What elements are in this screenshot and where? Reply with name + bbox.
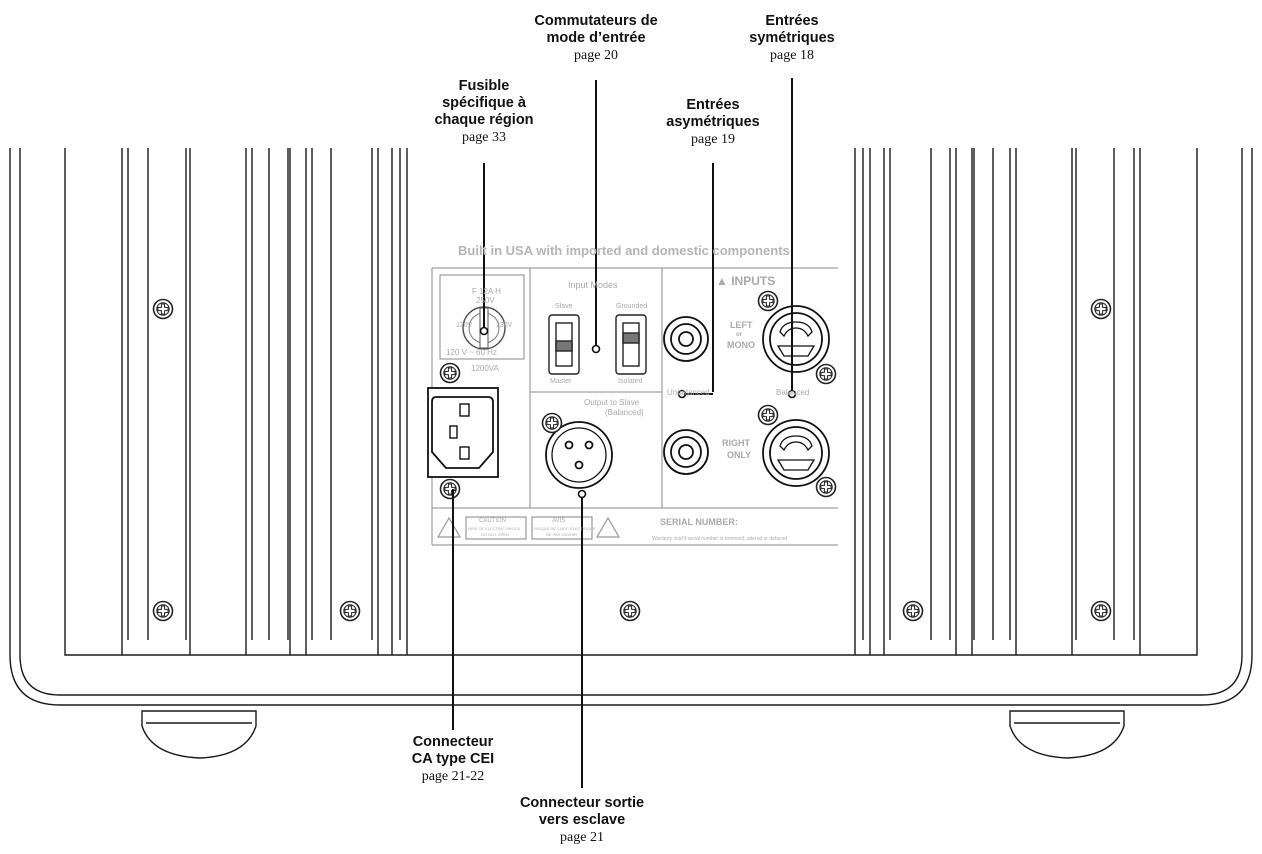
iec-ac-inlet [427,387,499,478]
inputs-label: ▲ INPUTS [716,274,776,288]
balanced-label: Balanced [776,388,810,397]
feet [141,710,1125,759]
xlr-output-to-slave [545,421,613,489]
callout-input-mode-title-2: mode d’entrée [546,30,646,47]
master-label: Master [550,378,572,385]
callout-balanced: Entrées symétriques page 18 [737,13,847,65]
callout-fuse-page: page 33 [462,130,506,146]
fuse-rating-1: F 12A H [472,287,501,296]
callout-ac-title-2: CA type CEI [411,751,495,768]
callout-slave-page: page 21 [560,830,604,846]
warranty-label: Warranty void if serial number is remove… [652,536,788,542]
only-label: ONLY [727,450,752,460]
callout-fuse-title-3: chaque région [434,112,534,129]
input-modes-label: Input Modes [568,280,618,290]
serial-number-label: SERIAL NUMBER: [660,517,738,527]
xlr-screw [541,412,563,434]
iec-screw-top [439,362,461,384]
callout-slave-title-1: Connecteur sortie [519,795,645,811]
iec-screw-bottom [439,478,461,500]
callout-input-mode-title-1: Commutateurs de [534,13,658,29]
fuse-knob-230: 230V [496,322,513,329]
heatsink-fins [121,148,1141,655]
callout-slave-out: Connecteur sortie vers esclave page 21 [502,795,662,847]
leader-lines [452,78,793,788]
unbalanced-label: Unbalanced [667,388,710,397]
combo-screw-3 [757,404,779,426]
combo-screw-1 [757,290,779,312]
slave-label: Slave [555,303,573,310]
callout-slave-title-2: vers esclave [538,812,626,829]
callout-balanced-page: page 18 [770,48,814,64]
callout-fuse: Fusible spécifique à chaque région page … [414,78,554,147]
callout-ac-connector: Connecteur CA type CEI page 21-22 [393,734,513,786]
callout-input-mode-page: page 20 [574,48,618,64]
avis-line-1: RISQUE DE CHOC ÉLECTRIQUE [534,526,596,531]
fuse-rating-2: 250V [476,296,495,305]
leader-dots [479,326,797,499]
isolated-label: Isolated [618,378,643,385]
caution-line-2: DO NOT OPEN [481,532,509,537]
input-mode-switches [548,314,647,375]
callout-ac-page: page 21-22 [421,769,485,785]
avis-title: AVIS [552,518,566,524]
avis-line-2: NE PAS OUVRIR [546,532,578,537]
output-slave-balanced: (Balanced) [605,408,644,417]
power-label: 1200VA [471,364,499,373]
callout-unbalanced-title-2: asymétriques [666,114,760,131]
callout-fuse-title-2: spécifique à [442,95,526,112]
chassis [9,148,1253,706]
callout-balanced-title-1: Entrées [765,13,819,29]
combo-balanced-inputs [762,305,830,487]
left-or-label: or [736,332,742,338]
right-label: RIGHT [722,438,750,448]
grounded-label: Grounded [616,303,648,310]
output-slave-label: Output to Slave [584,398,640,407]
combo-screw-4 [815,476,837,498]
voltage-label: 120 V ~ 60 Hz [446,348,497,357]
callout-balanced-title-2: symétriques [749,30,835,47]
callout-ac-title-1: Connecteur [412,734,494,750]
left-label: LEFT [730,320,753,330]
warning-triangles [436,516,621,540]
callout-unbalanced: Entrées asymétriques page 19 [653,97,773,149]
caution-title: CAUTION [479,518,506,524]
callout-unbalanced-page: page 19 [691,132,735,148]
panel-header: Built in USA with imported and domestic … [458,243,790,258]
rca-unbalanced-inputs [663,316,709,475]
callout-unbalanced-title-1: Entrées [686,97,740,113]
callout-fuse-title-1: Fusible [458,78,510,94]
mono-label: MONO [727,340,755,350]
callout-input-mode: Commutateurs de mode d’entrée page 20 [511,13,681,65]
fuse-knob-120: 120V [456,322,473,329]
combo-screw-2 [815,363,837,385]
caution-line-1: RISK OF ELECTRIC SHOCK [468,526,521,531]
